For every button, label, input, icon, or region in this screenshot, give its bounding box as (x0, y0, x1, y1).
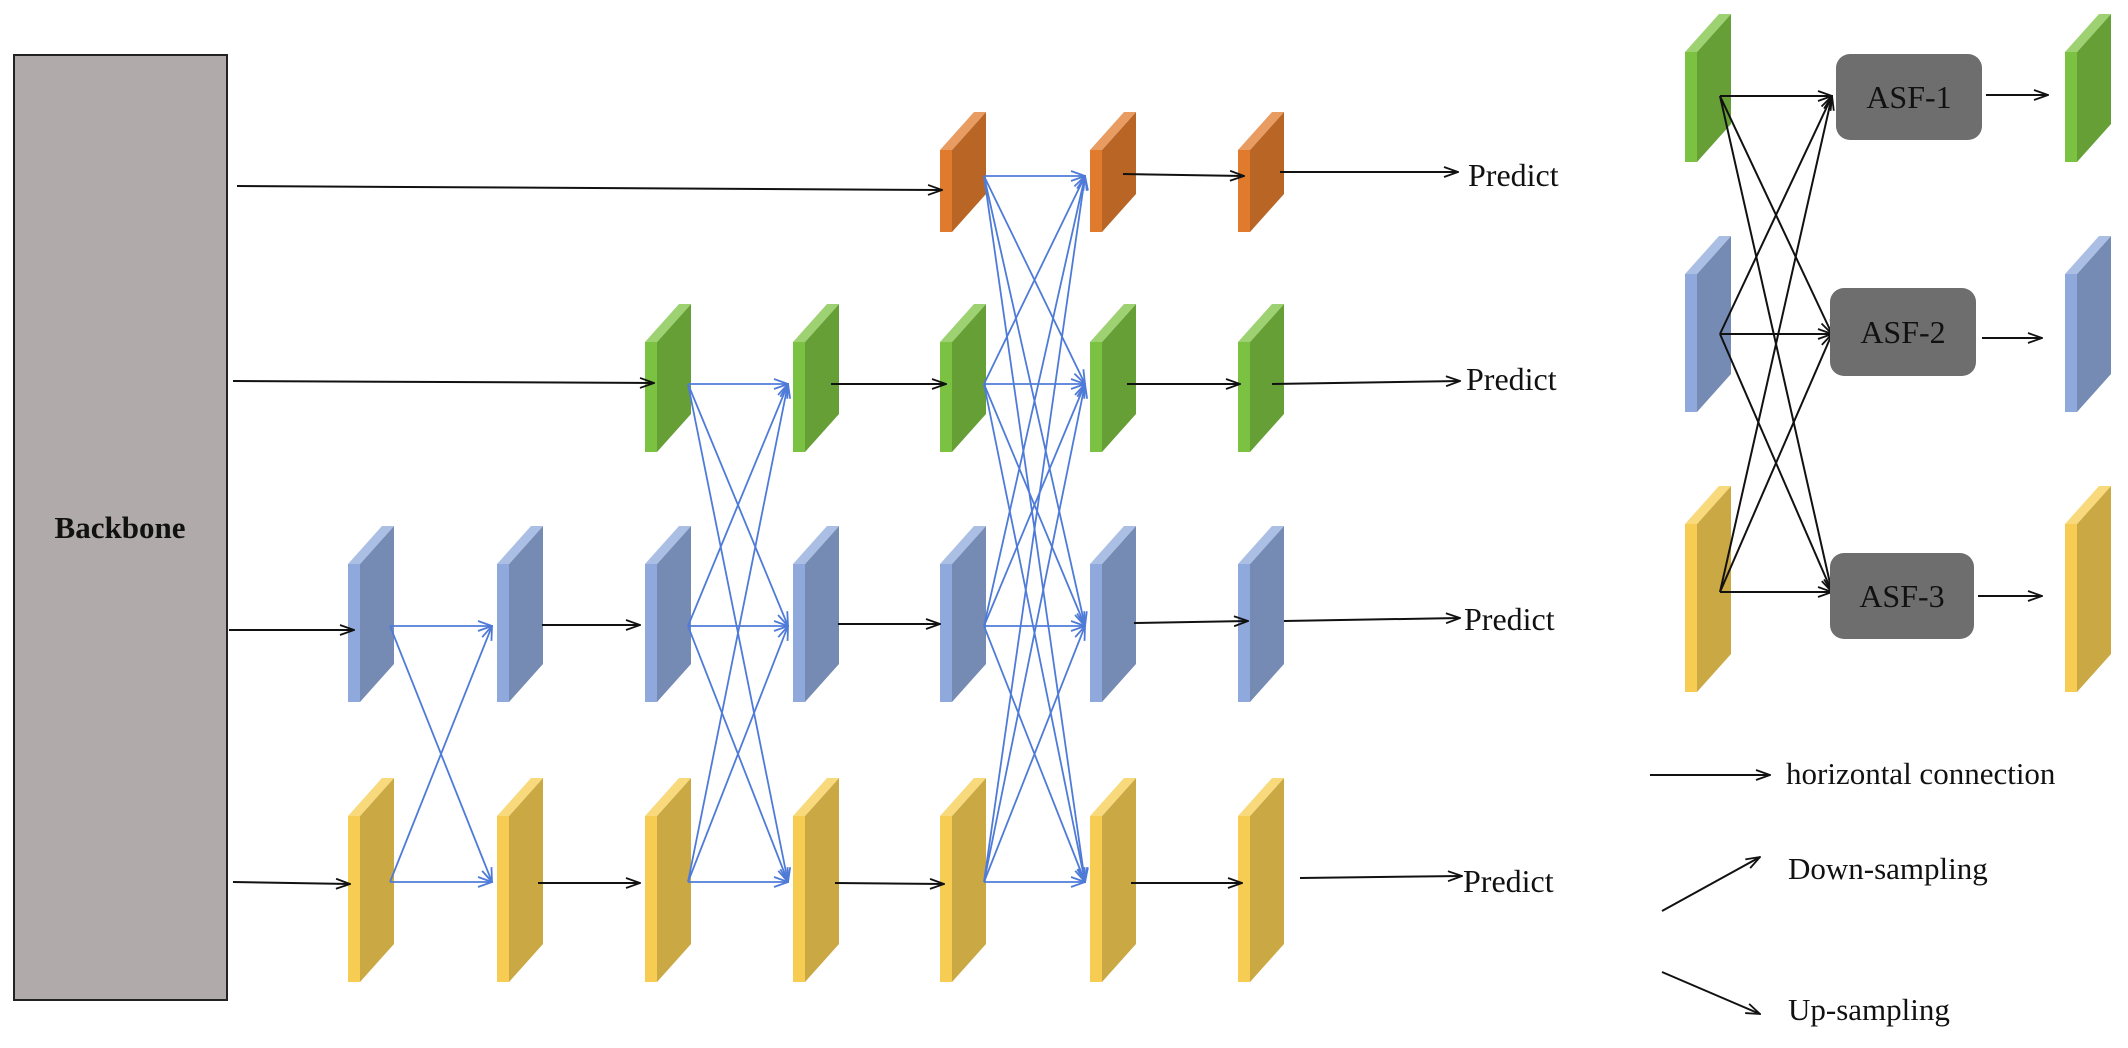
stage2-fusion-blue-to-green (687, 384, 788, 627)
asf-label-3: ASF-3 (1859, 578, 1944, 614)
legend-horizontal-label: horizontal connection (1786, 756, 2056, 791)
legend-up-label: Up-sampling (1788, 992, 1950, 1027)
backbone-label: Backbone (55, 510, 186, 545)
asf-input-blue-block (1685, 236, 1731, 412)
asf-input-blue-to-asf-green (1719, 96, 1832, 335)
stage3-fusion-yellow-to-blue (983, 626, 1085, 883)
orange-horizontal-arrow-1 (1122, 174, 1244, 176)
feature-blocks (348, 14, 2111, 982)
legend: horizontal connection Down-sampling Up-s… (1650, 756, 2056, 1027)
legend-up-arrow (1661, 971, 1760, 1014)
asf-input-yellow-to-asf-green (1719, 96, 1832, 593)
stage2-fusion-yellow-to-blue (687, 626, 788, 883)
yellow-feature-block-2 (497, 778, 543, 982)
green-feature-block-3 (645, 304, 691, 452)
backbone-to-yellow-arrow (232, 882, 350, 884)
orange-feature-block-5 (940, 112, 986, 232)
green-predict-arrow (1271, 381, 1460, 384)
backbone-to-orange-arrow (236, 186, 942, 190)
green-feature-block-6 (1090, 304, 1136, 452)
stage3-fusion-green-to-orange (983, 176, 1085, 385)
yellow-feature-block-6 (1090, 778, 1136, 982)
backbone-block: Backbone (13, 54, 228, 1001)
asf-input-yellow-block (1685, 486, 1731, 692)
blue-predict-arrow (1283, 618, 1460, 621)
predict-label-3: Predict (1464, 601, 1555, 637)
asf-module-1: ASF-1 (1836, 54, 1982, 140)
yellow-feature-block-4 (793, 778, 839, 982)
blue-feature-block-7 (1238, 526, 1284, 702)
stage2-fusion-yellow-to-green (687, 384, 788, 883)
green-feature-block-5 (940, 304, 986, 452)
asf-input-green-block (1685, 14, 1731, 162)
orange-feature-block-7 (1238, 112, 1284, 232)
yellow-feature-block-7 (1238, 778, 1284, 982)
yellow-feature-block-5 (940, 778, 986, 982)
asf-label-2: ASF-2 (1860, 314, 1945, 350)
blue-feature-block-4 (793, 526, 839, 702)
green-feature-block-7 (1238, 304, 1284, 452)
stage3-fusion-yellow-to-green (983, 384, 1085, 883)
yellow-predict-arrow (1299, 876, 1462, 878)
legend-down-arrow (1661, 857, 1760, 912)
connections (229, 95, 2048, 884)
blue-feature-block-1 (348, 526, 394, 702)
stage3-fusion-yellow-to-orange (983, 176, 1085, 883)
backbone-to-green-arrow (232, 381, 654, 383)
asf-label-1: ASF-1 (1866, 79, 1951, 115)
stage3-fusion-blue-to-orange (983, 176, 1085, 627)
blue-feature-block-2 (497, 526, 543, 702)
stage3-fusion-blue-to-green (983, 384, 1085, 627)
stage1-fusion-yellow-to-blue (389, 626, 492, 883)
predict-label-4: Predict (1463, 863, 1554, 899)
blue-feature-block-5 (940, 526, 986, 702)
blue-feature-block-3 (645, 526, 691, 702)
predict-label-1: Predict (1468, 157, 1559, 193)
green-feature-block-4 (793, 304, 839, 452)
blue-horizontal-arrow-3 (1133, 621, 1248, 623)
yellow-horizontal-arrow-2 (834, 883, 944, 884)
asf-output-yellow-block (2065, 486, 2111, 692)
blue-feature-block-6 (1090, 526, 1136, 702)
asf-input-yellow-to-asf-blue (1719, 334, 1832, 593)
orange-feature-block-6 (1090, 112, 1136, 232)
asf-module-3: ASF-3 (1830, 553, 1974, 639)
predict-label-2: Predict (1466, 361, 1557, 397)
asf-output-blue-block (2065, 236, 2111, 412)
asf-module-2: ASF-2 (1830, 288, 1976, 376)
legend-down-label: Down-sampling (1788, 851, 1988, 886)
yellow-feature-block-3 (645, 778, 691, 982)
asf-output-green-block (2065, 14, 2111, 162)
yellow-feature-block-1 (348, 778, 394, 982)
